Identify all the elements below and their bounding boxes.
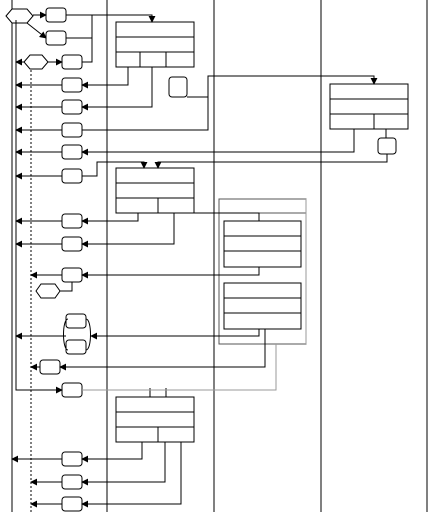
process-box-18: [61, 496, 83, 512]
connector-box11-to-hex: [60, 282, 73, 292]
connector-box2-to-right: [66, 15, 93, 39]
start-hexagon-top: [5, 8, 34, 24]
connector-box8-to-table3: [82, 161, 148, 177]
connector-table4-to-box18: [81, 442, 182, 508]
connector-start-to-box2: [26, 22, 47, 39]
process-box-15: [61, 382, 83, 398]
connector-panel2-to-group: [90, 329, 260, 340]
connector-box1-to-table1: [66, 14, 156, 23]
connector-box20-to-table3: [154, 154, 388, 169]
connector-table2-to-box7: [81, 129, 355, 156]
connector-table3-to-box10: [81, 213, 175, 248]
start-hexagon-lower: [35, 283, 61, 299]
process-box-11: [61, 267, 83, 283]
process-box-16: [61, 451, 83, 467]
record-table-3: [115, 167, 195, 214]
secondary-connectors: [82, 199, 307, 391]
process-box-7: [61, 144, 83, 160]
connector-box2-to-hex: [82, 30, 93, 63]
process-box-19: [168, 76, 188, 98]
detail-panel-2: [223, 282, 302, 330]
process-box-17: [61, 474, 83, 490]
start-shapes: [5, 8, 61, 299]
process-box-3: [61, 54, 83, 70]
connector-box19-to-table2: [207, 75, 378, 97]
process-box-20: [377, 137, 397, 155]
process-box-6: [61, 122, 83, 138]
connector-spine-to-box15: [15, 380, 63, 394]
detail-panels: [223, 220, 302, 330]
process-box-2: [45, 30, 67, 46]
start-hexagon-mid: [23, 54, 49, 70]
process-box-10: [61, 236, 83, 252]
process-box-14: [39, 359, 61, 375]
detail-panel-1: [223, 220, 302, 268]
record-table-4: [115, 396, 195, 443]
connectors: [11, 11, 388, 508]
process-box-5: [61, 99, 83, 115]
connector-table1-to-box4: [81, 67, 129, 89]
process-box-12: [65, 313, 87, 329]
process-box-1: [45, 7, 67, 23]
process-box-9: [61, 213, 83, 229]
connector-panel1-to-box11: [81, 267, 260, 279]
connector-table4-to-box16: [81, 442, 143, 463]
connector-box19-to-box6: [82, 96, 209, 131]
connector-table1-to-box5: [81, 67, 153, 111]
process-box-8: [61, 168, 83, 184]
process-boxes: [39, 7, 397, 512]
process-box-4: [61, 77, 83, 93]
record-table-1: [115, 21, 195, 68]
connector-table4-to-box17: [81, 442, 166, 486]
record-tables: [115, 21, 409, 443]
process-box-13: [65, 339, 87, 355]
grey-connector-panel-to-lane: [82, 344, 277, 391]
connector-table3-to-box9: [81, 213, 139, 225]
connector-panel-to-box14: [59, 329, 266, 371]
connector-table3-to-panel: [194, 212, 260, 221]
record-table-2: [329, 83, 409, 130]
